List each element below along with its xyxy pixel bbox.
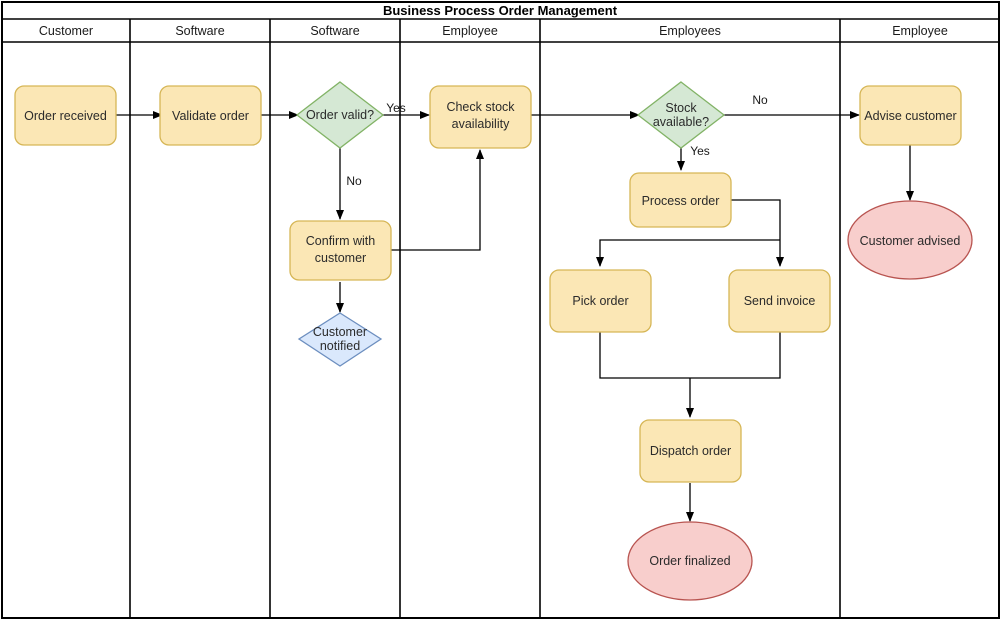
check-stock-label-line2: availability	[452, 117, 510, 131]
edge-label-order-valid-yes: Yes	[386, 101, 406, 115]
check-stock-shape[interactable]	[429, 85, 532, 149]
edge-label-stock-available-yes: Yes	[690, 144, 710, 158]
lane-header-employees: Employees	[659, 24, 721, 38]
node-confirm-customer[interactable]: Confirm with customer	[289, 220, 392, 281]
edge-process-order-to-send-invoice	[731, 199, 784, 267]
confirm-customer-label-line1: Confirm with	[306, 234, 376, 248]
customer-advised-shape[interactable]	[847, 200, 973, 280]
node-check-stock[interactable]: Check stock availability	[429, 85, 532, 149]
lane-header-customer: Customer	[39, 24, 93, 38]
lane-header-employee-1: Employee	[442, 24, 498, 38]
node-order-valid[interactable]: Order valid?	[295, 81, 385, 149]
pool-title: Business Process Order Management	[383, 3, 618, 18]
customer-notified-label-line2: notified	[320, 339, 360, 353]
node-pick-order[interactable]: Pick order	[549, 269, 652, 333]
check-stock-label-line1: Check stock	[446, 100, 515, 114]
edge-process-order-to-pick-order	[596, 239, 780, 267]
advise-customer-label: Advise customer	[864, 109, 956, 123]
validate-order-shape[interactable]	[159, 85, 262, 146]
lane-header-employee-2: Employee	[892, 24, 948, 38]
customer-advised-label: Customer advised	[860, 234, 961, 248]
node-customer-notified[interactable]: Customer notified	[297, 312, 383, 367]
node-send-invoice[interactable]: Send invoice	[728, 269, 831, 333]
customer-notified-shape[interactable]	[297, 312, 383, 367]
process-order-label: Process order	[642, 194, 720, 208]
order-received-shape[interactable]	[14, 85, 117, 146]
stock-available-shape[interactable]	[636, 81, 726, 149]
send-invoice-label: Send invoice	[744, 294, 816, 308]
node-order-finalized[interactable]: Order finalized	[627, 521, 753, 601]
edge-merge-pick-send	[599, 332, 781, 379]
advise-customer-shape[interactable]	[859, 85, 962, 146]
confirm-customer-label-line2: customer	[315, 251, 366, 265]
node-process-order[interactable]: Process order	[629, 172, 732, 228]
dispatch-order-shape[interactable]	[639, 419, 742, 483]
lane-header-software-1: Software	[175, 24, 224, 38]
customer-notified-label-line1: Customer	[313, 325, 367, 339]
connector-layer: Check stock availability --> Confirm wit…	[116, 111, 914, 522]
edge-label-layer: Yes No No Yes	[346, 93, 768, 188]
pick-order-shape[interactable]	[549, 269, 652, 333]
pick-order-label: Pick order	[572, 294, 628, 308]
node-customer-advised[interactable]: Customer advised	[847, 200, 973, 280]
lane-header-software-2: Software	[310, 24, 359, 38]
dispatch-order-label: Dispatch order	[650, 444, 731, 458]
node-dispatch-order[interactable]: Dispatch order	[639, 419, 742, 483]
node-validate-order[interactable]: Validate order	[159, 85, 262, 146]
edge-label-order-valid-no: No	[346, 174, 362, 188]
edge-confirm-customer-to-check-stock	[390, 149, 484, 251]
confirm-customer-shape[interactable]	[289, 220, 392, 281]
validate-order-label: Validate order	[172, 109, 249, 123]
order-finalized-shape[interactable]	[627, 521, 753, 601]
order-received-label: Order received	[24, 109, 107, 123]
edge-label-stock-available-no: No	[752, 93, 768, 107]
order-finalized-label: Order finalized	[649, 554, 730, 568]
node-advise-customer[interactable]: Advise customer	[859, 85, 962, 146]
order-valid-label: Order valid?	[306, 108, 374, 122]
order-valid-shape[interactable]	[295, 81, 385, 149]
node-stock-available[interactable]: Stock available?	[636, 81, 726, 149]
stock-available-label-line1: Stock	[665, 101, 697, 115]
process-order-shape[interactable]	[629, 172, 732, 228]
send-invoice-shape[interactable]	[728, 269, 831, 333]
node-order-received[interactable]: Order received	[14, 85, 117, 146]
stock-available-label-line2: available?	[653, 115, 709, 129]
